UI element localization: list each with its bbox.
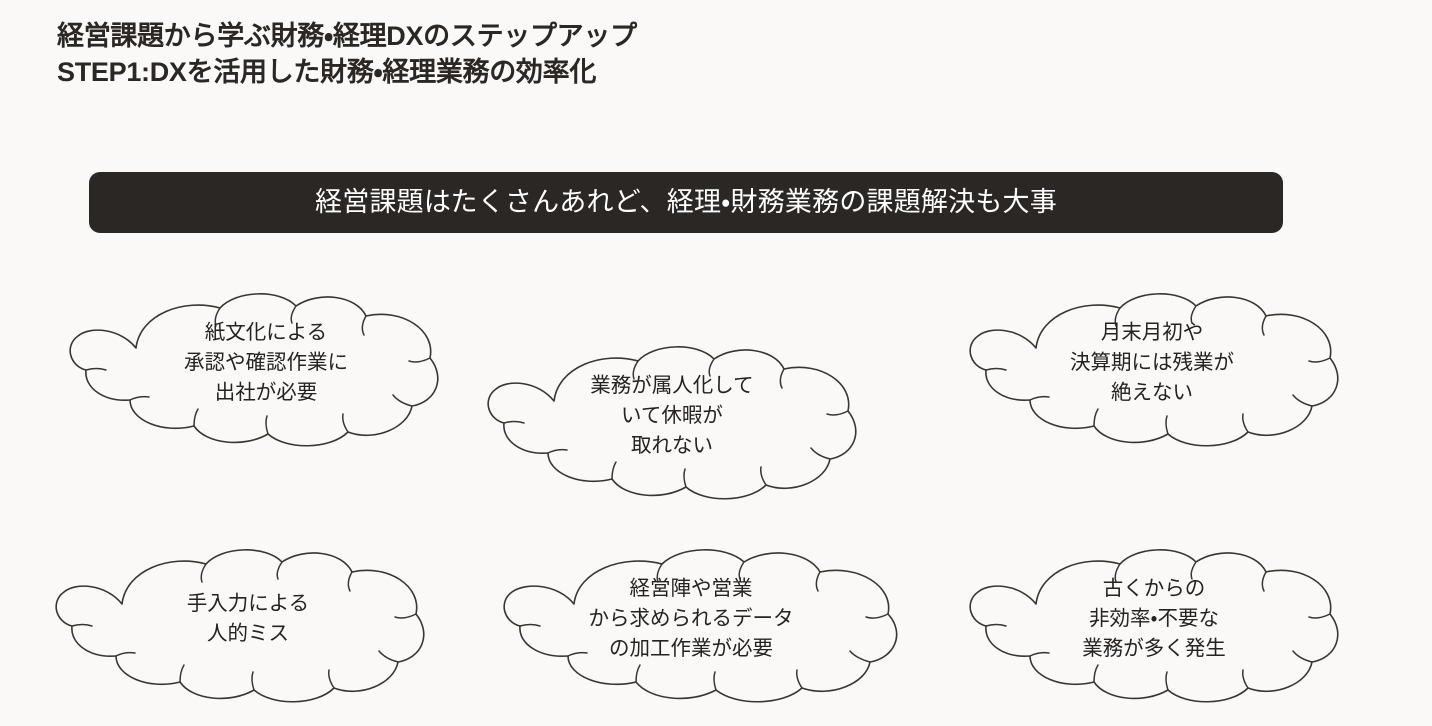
cloud-data-processing: 経営陣や営業 から求められるデータ の加工作業が必要 [476,548,906,706]
cloud-paper-culture-text: 紙文化による 承認や確認作業に 出社が必要 [116,318,416,408]
cloud-personalized-work-text: 業務が属人化して いて休暇が 取れない [522,371,822,461]
cloud-text-line: いて休暇が [621,404,723,427]
page-title-line-1: 経営課題から学ぶ財務・経理DXのステップアップ [57,21,637,51]
headline-banner-text: 経営課題はたくさんあれど、経理・財務業務の課題解決も大事 [315,187,1057,217]
cloud-text-line: 決算期には残業が [1070,351,1234,374]
cloud-text-line: 業務が属人化して [590,374,754,397]
cloud-text-line: 承認や確認作業に [184,351,348,374]
cloud-text-line: 非効率・不要な [1089,607,1219,630]
cloud-overtime-text: 月末月初や 決算期には残業が 絶えない [1002,318,1302,408]
cloud-legacy-work: 古くからの 非効率・不要な 業務が多く発生 [944,548,1346,706]
cloud-text-line: 手入力による [186,592,310,615]
cloud-text-line: 人的ミス [207,622,289,645]
headline-banner: 経営課題はたくさんあれど、経理・財務業務の課題解決も大事 [89,172,1283,233]
cloud-legacy-work-text: 古くからの 非効率・不要な 業務が多く発生 [1004,574,1304,664]
cloud-text-line: から求められるデータ [588,607,794,630]
cloud-data-processing-text: 経営陣や営業 から求められるデータ の加工作業が必要 [536,574,846,664]
cloud-personalized-work: 業務が属人化して いて休暇が 取れない [462,345,864,503]
cloud-manual-input-errors: 手入力による 人的ミス [30,548,432,706]
page-title-line-2: STEP1:DXを活用した財務・経理業務の効率化 [57,57,597,87]
cloud-text-line: 取れない [631,434,713,457]
cloud-paper-culture: 紙文化による 承認や確認作業に 出社が必要 [44,292,446,450]
cloud-text-line: 古くからの [1102,577,1206,600]
cloud-text-line: の加工作業が必要 [609,637,773,660]
cloud-text-line: 業務が多く発生 [1082,637,1226,660]
cloud-text-line: 月末月初や [1100,321,1204,344]
cloud-manual-input-errors-text: 手入力による 人的ミス [98,589,398,649]
cloud-text-line: 出社が必要 [214,381,318,404]
cloud-text-line: 紙文化による [204,321,328,344]
cloud-text-line: 絶えない [1111,381,1193,404]
cloud-text-line: 経営陣や営業 [629,577,753,600]
page-title: 経営課題から学ぶ財務・経理DXのステップアップ STEP1:DXを活用した財務・… [57,18,1057,90]
cloud-overtime: 月末月初や 決算期には残業が 絶えない [944,292,1346,450]
